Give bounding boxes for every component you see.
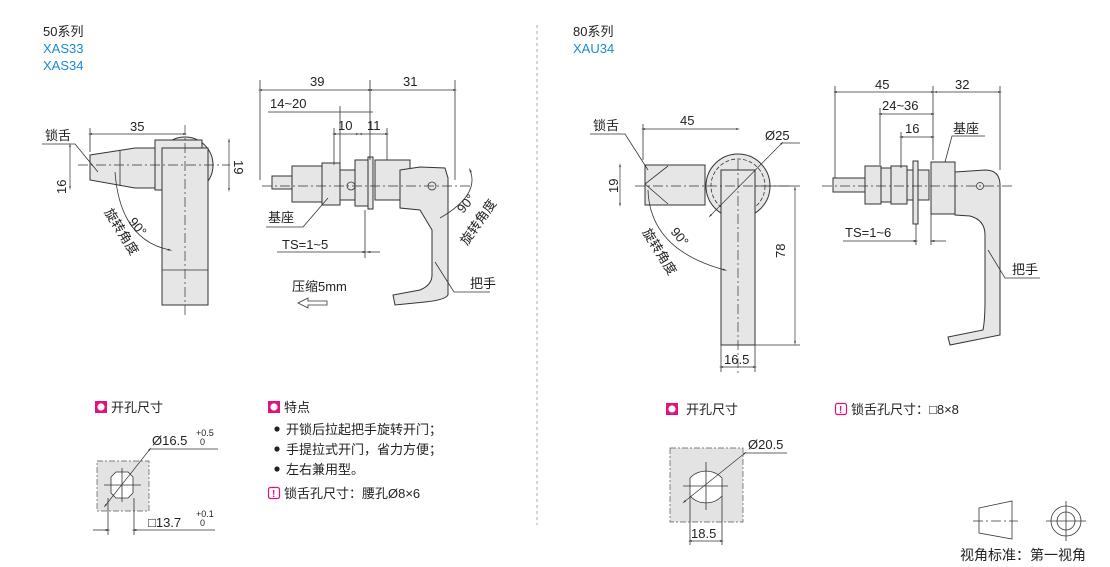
warning-icon: [834, 402, 848, 416]
tongue-label: 锁舌: [593, 118, 619, 133]
dim-range: 24~36: [882, 98, 919, 113]
front-view-80: 45 Ø25 19 78 16.5 锁舌 90° 旋转角度: [590, 113, 800, 375]
angle: 90°: [454, 191, 478, 216]
warning-icon: [267, 486, 281, 500]
projection-label: 视角标准：第一视角: [960, 547, 1086, 563]
dim-total-right: 31: [403, 74, 417, 89]
handle-label: 把手: [470, 276, 496, 291]
dim-total-left: 45: [875, 77, 889, 92]
feature-item: 手提拉式开门，省力方便；: [286, 442, 442, 458]
section-title: 特点: [284, 400, 310, 415]
series-title: 80系列: [573, 24, 613, 39]
base-label: 基座: [953, 121, 979, 136]
section-title: 开孔尺寸: [111, 400, 163, 415]
dim-width: 45: [680, 113, 694, 128]
tolerance-lower: 0: [200, 437, 205, 447]
section-title: 开孔尺寸: [686, 402, 738, 417]
dim-length: 78: [773, 244, 788, 258]
side-view-80: 45 32 24~36 16 基座 TS=1~6 把手: [822, 77, 1040, 346]
dim-range: 14~20: [270, 96, 307, 111]
dim-tongue-height: 19: [606, 179, 621, 193]
cutout-section-80: 开孔尺寸 Ø20.5 18.5 ! 锁舌孔尺寸：□8×8: [666, 402, 959, 545]
dim-diameter: Ø25: [765, 128, 790, 143]
feature-item: 左右兼用型。: [286, 462, 364, 477]
note: 锁舌孔尺寸：□8×8: [851, 402, 959, 417]
compress-label: 压缩5mm: [292, 279, 347, 294]
dim-a: 16: [905, 121, 919, 136]
dim-a: 10: [338, 118, 352, 133]
tolerance-upper: +0.5: [196, 428, 214, 438]
dim-diameter: Ø20.5: [748, 437, 783, 452]
dim-width: 35: [130, 119, 144, 134]
arrow-left-icon: [297, 297, 328, 309]
ts-range: TS=1~6: [845, 225, 891, 240]
tongue-label: 锁舌: [45, 128, 71, 143]
series-title: 50系列: [43, 24, 83, 39]
angle: 90°: [668, 224, 692, 249]
front-view-50: 35 16 19 锁舌 90° 旋转角度: [42, 119, 246, 315]
base-label: 基座: [268, 210, 294, 225]
ts-range: TS=1~5: [282, 237, 328, 252]
dim-total-left: 39: [310, 74, 324, 89]
dim-b: 11: [367, 118, 381, 133]
dim-handle-width: 16.5: [724, 352, 749, 367]
note: 锁舌孔尺寸：腰孔Ø8×6: [284, 486, 420, 501]
feature-item: 开锁后拉起把手旋转开门；: [286, 422, 442, 438]
svg-text:!: !: [839, 405, 842, 416]
model-code: XAU34: [573, 41, 614, 56]
cutout-section-50: 开孔尺寸 Ø16.5 +0.5 0 □13.7 +0.1 0: [93, 400, 218, 535]
handle-label: 把手: [1012, 262, 1038, 277]
model-code: XAS34: [43, 58, 83, 73]
dim-diameter: Ø16.5: [152, 433, 187, 448]
side-view-50: 39 31 14~20 10 11 基座 TS=1~5 压缩5mm 把手 90°…: [257, 74, 499, 309]
svg-text:!: !: [272, 489, 275, 500]
dim-body-height: 19: [231, 160, 246, 174]
dim-total-right: 32: [955, 77, 969, 92]
first-angle-projection-symbol: 视角标准：第一视角: [960, 500, 1086, 563]
features-section: 特点 开锁后拉起把手旋转开门； 手提拉式开门，省力方便； 左右兼用型。 ! 锁舌…: [267, 400, 442, 501]
model-code: XAS33: [43, 41, 83, 56]
dim-width: 18.5: [691, 526, 716, 541]
tolerance-lower: 0: [200, 518, 205, 528]
dim-tongue-height: 16: [54, 180, 69, 194]
dim-square: □13.7: [148, 515, 181, 530]
tolerance-upper: +0.1: [196, 509, 214, 519]
